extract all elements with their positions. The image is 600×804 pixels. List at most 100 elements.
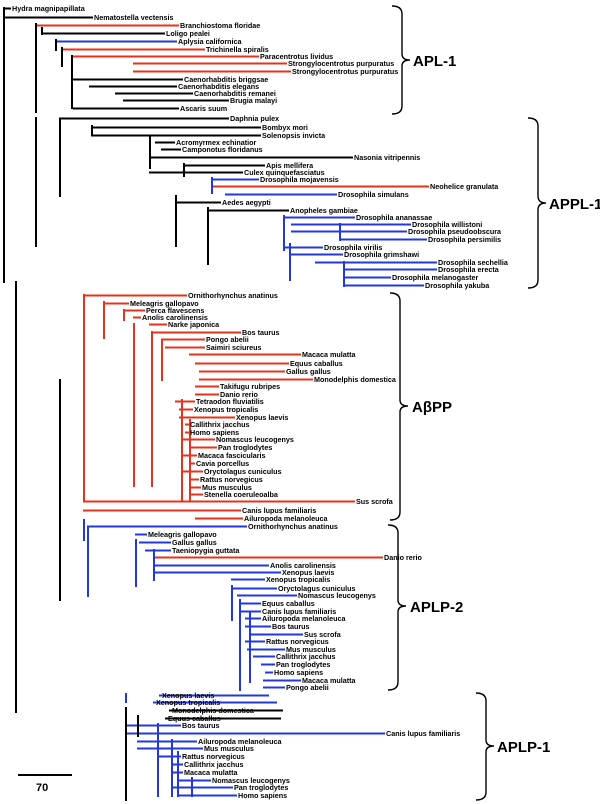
tip-label: Anolis carolinensis: [142, 313, 208, 322]
clade-bracket-aplp2: [387, 524, 407, 691]
tip-label: Gallus gallus: [172, 538, 217, 547]
tip-label: Xenopus tropicalis: [194, 405, 258, 414]
tip-label: Perca flavescens: [146, 306, 204, 315]
tip-label: Stenella coeruleoalba: [204, 490, 279, 499]
tip-label: Bombyx mori: [262, 123, 308, 132]
tip-label: Meleagris gallopavo: [148, 530, 217, 539]
clade-label-apl1: APL-1: [413, 53, 456, 70]
tip-label: Ailuropoda melanoleuca: [244, 514, 328, 523]
tip-label: Loligo pealei: [166, 29, 210, 38]
clade-labels: APL-1 APPL-1 AβPP APLP-2 APLP-1: [410, 53, 600, 756]
clade-bracket-aplp1: [475, 692, 495, 801]
tip-label: Sus scrofa: [356, 497, 394, 506]
tip-label: Drosophila erecta: [438, 265, 500, 274]
tip-label: Apis mellifera: [266, 161, 314, 170]
tip-label: Xenopus laevis: [282, 568, 334, 577]
tip-label: Homo sapiens: [190, 428, 239, 437]
tip-label: Homo sapiens: [274, 668, 323, 677]
tip-label: Aplysia californica: [178, 37, 243, 46]
tip-label: Daphnia pulex: [230, 114, 279, 123]
tip-label: Rattus norvegicus: [266, 637, 329, 646]
tip-label: Culex quinquefasciatus: [244, 168, 325, 177]
tree-branches: [3, 7, 437, 801]
tip-label: Anolis carolinensis: [270, 561, 336, 570]
tip-label: Canis lupus familiaris: [386, 729, 460, 738]
tip-label: Callithrix jacchus: [190, 420, 250, 429]
tip-label: Equus caballus: [290, 359, 343, 368]
tip-label: Bos taurus: [182, 721, 220, 730]
tip-label: Xenopus laevis: [236, 413, 288, 422]
tip-label: Pongo abelii: [206, 335, 249, 344]
tip-label: Callithrix jacchus: [276, 652, 336, 661]
tip-label: Macaca fascicularis: [198, 451, 266, 460]
tip-label: Macaca mulatta: [184, 768, 239, 777]
tip-label: Caenorhabditis elegans: [178, 82, 259, 91]
tip-label: Drosophila simulans: [338, 190, 409, 199]
tip-labels: Hydra magnipapillata Nematostella vecten…: [12, 4, 509, 800]
tip-label: Cavia porcellus: [196, 459, 249, 468]
tip-label: Bos taurus: [242, 328, 280, 337]
tip-label: Narke japonica: [168, 320, 220, 329]
scale-bar: 70: [18, 774, 72, 794]
tip-label: Drosophila yakuba: [425, 281, 490, 290]
tip-label: Ascaris suum: [180, 104, 227, 113]
tip-label: Meleagris gallopavo: [130, 299, 199, 308]
tip-label: Drosophila melanogaster: [392, 273, 478, 282]
tip-label: Drosophila pseudoobscura: [408, 227, 502, 236]
tip-label: Drosophila mojavensis: [260, 175, 339, 184]
tip-label: Sus scrofa: [304, 630, 342, 639]
tip-label: Pongo abelii: [286, 683, 329, 692]
tip-label: Danio rerio: [220, 390, 259, 399]
tip-label: Tetraodon fluviatilis: [196, 397, 264, 406]
clade-label-abpp: AβPP: [412, 399, 452, 416]
clade-bracket-abpp: [389, 292, 409, 521]
tip-label: Branchiostoma floridae: [180, 21, 260, 30]
tip-label: Monodelphis domestica: [314, 375, 397, 384]
tip-label: Mus musculus: [202, 483, 252, 492]
tip-label: Rattus norvegicus: [200, 475, 263, 484]
tip-label: Nomascus leucogenys: [298, 591, 376, 600]
tip-label: Ornithorhynchus anatinus: [188, 291, 278, 300]
tip-label: Rattus norvegicus: [182, 752, 245, 761]
tip-label: Trichinella spiralis: [206, 45, 269, 54]
scale-bar-label: 70: [36, 782, 48, 794]
clade-brackets: [387, 5, 547, 801]
tip-label: Neohelice granulata: [430, 182, 499, 191]
tip-label: Caenorhabditis remanei: [194, 89, 276, 98]
tip-label: Pan troglodytes: [218, 443, 272, 452]
tip-label: Canis lupus familiaris: [242, 506, 316, 515]
tip-label: Brugia malayi: [230, 96, 277, 105]
tip-label: Solenopsis invicta: [262, 131, 326, 140]
tip-label: Anopheles gambiae: [290, 206, 358, 215]
tip-label: Drosophila virilis: [324, 243, 382, 252]
tip-label: Drosophila persimilis: [428, 235, 501, 244]
clade-label-aplp1: APLP-1: [497, 739, 550, 756]
tip-label: Nomascus leucogenys: [216, 435, 294, 444]
tip-label: Bos taurus: [272, 622, 310, 631]
tip-label: Callithrix jacchus: [184, 760, 244, 769]
tip-label: Nasonia vitripennis: [354, 153, 420, 162]
tip-label: Drosophila grimshawi: [344, 250, 419, 259]
tip-label: Equus caballus: [262, 599, 315, 608]
tip-label: Equus caballus: [168, 714, 221, 723]
tip-label: Xenopus tropicalis: [266, 575, 330, 584]
tip-label: Drosophila willistoni: [412, 220, 482, 229]
tip-label: Canis lupus familiaris: [262, 607, 336, 616]
tip-label: Saimiri sciureus: [206, 343, 262, 352]
clade-label-aplp2: APLP-2: [410, 599, 463, 616]
tip-label: Ornithorhynchus anatinus: [248, 522, 338, 531]
tip-label: Pan troglodytes: [234, 783, 288, 792]
tip-label: Aedes aegypti: [222, 198, 271, 207]
tip-label: Camponotus floridanus: [182, 145, 263, 154]
tip-label: Caenorhabditis briggsae: [184, 75, 268, 84]
clade-label-appl1: APPL-1: [549, 196, 600, 213]
tip-label: Monodelphis domestica: [172, 706, 255, 715]
tip-label: Oryctolagus cuniculus: [204, 467, 281, 476]
tip-label: Nematostella vectensis: [94, 13, 174, 22]
clade-bracket-appl1: [527, 117, 547, 289]
tip-label: Nomascus leucogenys: [212, 776, 290, 785]
tip-label: Drosophila ananassae: [356, 213, 432, 222]
tip-label: Acromyrmex echinatior: [176, 138, 256, 147]
tip-label: Oryctolagus cuniculus: [278, 584, 355, 593]
